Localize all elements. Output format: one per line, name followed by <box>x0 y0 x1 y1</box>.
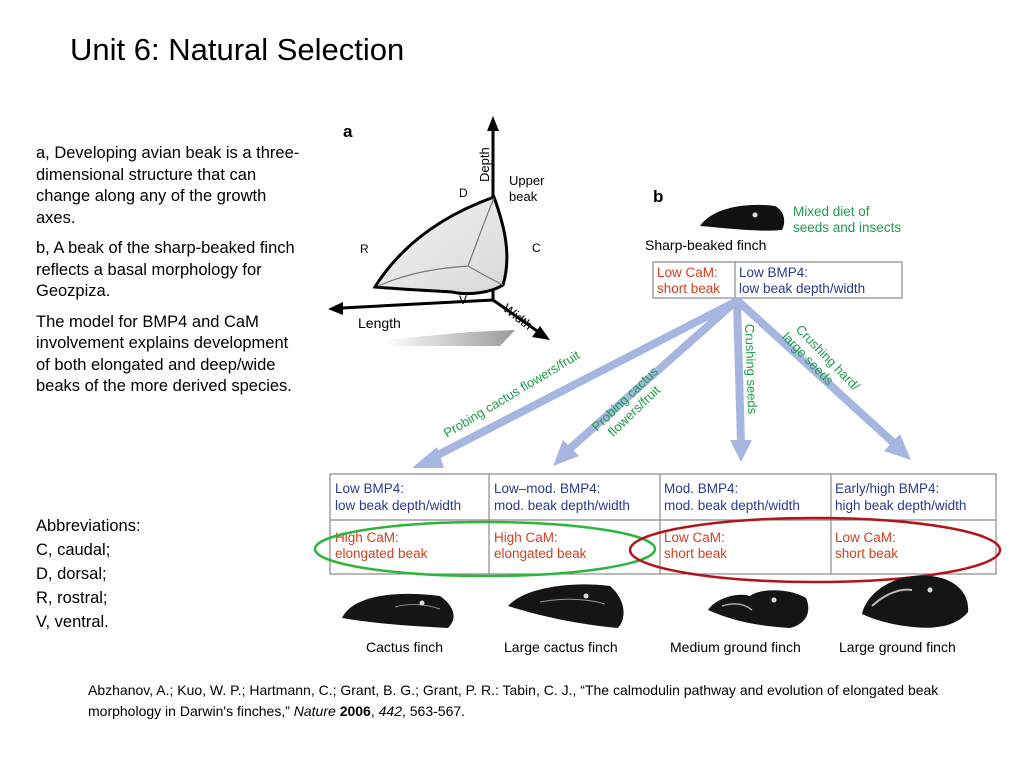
cactus-finch-bmp: Low BMP4: low beak depth/width <box>335 481 461 513</box>
high-cam-green-ellipse <box>313 520 657 578</box>
beak-figure: a Depth Length Width D R C V Upper beak … <box>313 116 1002 655</box>
citation-year: 2006 <box>339 703 371 719</box>
abbreviation-caudal: C, caudal; <box>36 541 111 559</box>
large-ground-finch-cam: Low CaM: short beak <box>835 530 900 561</box>
citation: Abzhanov, A.; Kuo, W. P.; Hartmann, C.; … <box>88 682 939 719</box>
selection-arrows <box>412 298 911 468</box>
description-text: a, Developing avian beak is a three-dime… <box>36 143 304 407</box>
arrow-label-crushing-seeds: Crushing seeds <box>742 324 760 415</box>
arrow-label-crushing-hard: Crushing hard/ large seeds <box>779 319 865 407</box>
species-name-cactus-finch: Cactus finch <box>366 639 443 655</box>
medium-ground-finch-head-image <box>708 590 809 628</box>
abbreviation-rostral: R, rostral; <box>36 589 108 607</box>
large-ground-finch-bmp-line2: high beak depth/width <box>835 498 966 513</box>
direction-label-rostral: R <box>360 242 369 256</box>
large-cactus-finch-cam-line2: elongated beak <box>494 546 587 561</box>
large-ground-finch-bmp: Early/high BMP4: high beak depth/width <box>835 481 966 513</box>
cactus-finch-head-image <box>342 593 454 628</box>
upper-beak-label: Upper beak <box>509 173 548 204</box>
large-cactus-finch-bmp-line1: Low–mod. BMP4: <box>494 481 601 496</box>
species-name-large-cactus-finch: Large cactus finch <box>504 639 618 655</box>
arrowhead-large-ground-finch <box>884 434 911 460</box>
ancestor-bmp-line2: low beak depth/width <box>739 281 865 296</box>
abbreviations-heading: Abbreviations: <box>36 517 141 535</box>
ancestor-bmp: Low BMP4: low beak depth/width <box>739 265 865 296</box>
panel-a-label: a <box>343 122 353 141</box>
medium-ground-finch-cam: Low CaM: short beak <box>664 530 729 561</box>
direction-label-dorsal: D <box>459 186 468 200</box>
panel-a: a Depth Length Width D R C V Upper beak <box>328 116 550 346</box>
length-axis <box>341 298 494 310</box>
medium-ground-finch-cam-line1: Low CaM: <box>664 530 725 545</box>
ancestor-diet-line1: Mixed diet of <box>793 204 870 219</box>
ancestor-bmp-line1: Low BMP4: <box>739 265 808 280</box>
beak-inner-lines <box>377 197 504 287</box>
large-cactus-finch-cam: High CaM: elongated beak <box>494 530 587 561</box>
ancestor-cam-line2: short beak <box>657 281 720 296</box>
medium-ground-finch-bmp: Mod. BMP4: mod. beak depth/width <box>664 481 800 513</box>
abbreviations: Abbreviations: C, caudal; D, dorsal; R, … <box>36 514 141 634</box>
cactus-finch-bmp-line2: low beak depth/width <box>335 498 461 513</box>
large-cactus-finch-cam-line1: High CaM: <box>494 530 558 545</box>
cactus-finch-cam-line2: elongated beak <box>335 546 428 561</box>
cactus-finch-bmp-line1: Low BMP4: <box>335 481 404 496</box>
species-name-medium-ground-finch: Medium ground finch <box>670 639 801 655</box>
citation-volume: 442 <box>378 703 402 719</box>
citation-pages: , 563-567. <box>401 703 466 719</box>
upper-beak-label-line1: Upper <box>509 173 545 188</box>
species-name-large-ground-finch: Large ground finch <box>839 639 956 655</box>
panel-b-label: b <box>653 187 663 206</box>
species-trait-table: Low BMP4: low beak depth/width High CaM:… <box>329 473 997 575</box>
upper-beak-label-line2: beak <box>509 189 538 204</box>
arrowhead-cactus-finch <box>412 447 444 468</box>
medium-ground-finch-cam-line2: short beak <box>664 546 727 561</box>
description-paragraph-a: a, Developing avian beak is a three-dime… <box>36 144 300 227</box>
description-paragraph-model: The model for BMP4 and CaM involvement e… <box>36 312 292 396</box>
ancestor-diet: Mixed diet of seeds and insects <box>793 204 901 235</box>
description-paragraph-b: b, A beak of the sharp-beaked finch refl… <box>36 239 295 300</box>
ancestor-diet-line2: seeds and insects <box>793 220 901 235</box>
ancestor-trait-box <box>652 261 903 299</box>
slide-title: Unit 6: Natural Selection <box>70 32 405 67</box>
arrow-to-cactus-finch <box>428 298 739 462</box>
cactus-finch-cam: High CaM: elongated beak <box>335 530 428 561</box>
large-cactus-finch-bmp-line2: mod. beak depth/width <box>494 498 630 513</box>
large-cactus-finch-bmp: Low–mod. BMP4: mod. beak depth/width <box>494 481 630 513</box>
abbreviation-ventral: V, ventral. <box>36 613 109 631</box>
arrow-to-medium-ground-finch <box>733 298 745 447</box>
ancestor-cam-line1: Low CaM: <box>657 265 718 280</box>
axis-label-depth: Depth <box>477 147 492 182</box>
arrowhead-medium-ground-finch <box>730 440 752 462</box>
depth-axis-arrowhead <box>487 116 499 131</box>
arrow-to-large-ground-finch <box>735 298 900 449</box>
direction-label-caudal: C <box>532 241 541 255</box>
large-cactus-finch-head-image <box>508 584 624 628</box>
ancestor-name: Sharp-beaked finch <box>645 237 766 253</box>
sharp-beaked-finch-head-image <box>700 204 785 231</box>
arrowhead-large-cactus-finch <box>553 440 579 466</box>
large-ground-finch-head-image <box>862 575 969 628</box>
arrow-to-large-cactus-finch <box>562 298 739 456</box>
ancestor-cam: Low CaM: short beak <box>657 265 722 296</box>
low-cam-red-ellipse <box>628 516 1002 584</box>
width-axis-arrowhead <box>532 326 550 340</box>
medium-ground-finch-bmp-line2: mod. beak depth/width <box>664 498 800 513</box>
medium-ground-finch-bmp-line1: Mod. BMP4: <box>664 481 738 496</box>
axis-label-length: Length <box>358 315 401 331</box>
width-axis <box>492 298 541 335</box>
large-ground-finch-cam-line1: Low CaM: <box>835 530 896 545</box>
large-ground-finch-bmp-line1: Early/high BMP4: <box>835 481 939 496</box>
cactus-finch-cam-line1: High CaM: <box>335 530 399 545</box>
citation-authors: Abzhanov, A.; Kuo, W. P.; Hartmann, C.; … <box>88 682 939 719</box>
direction-label-ventral: V <box>459 293 467 307</box>
citation-journal: Nature <box>293 703 336 719</box>
abbreviation-dorsal: D, dorsal; <box>36 565 107 583</box>
beak-shadow <box>383 330 515 346</box>
large-ground-finch-cam-line2: short beak <box>835 546 898 561</box>
length-axis-arrowhead <box>328 302 343 315</box>
